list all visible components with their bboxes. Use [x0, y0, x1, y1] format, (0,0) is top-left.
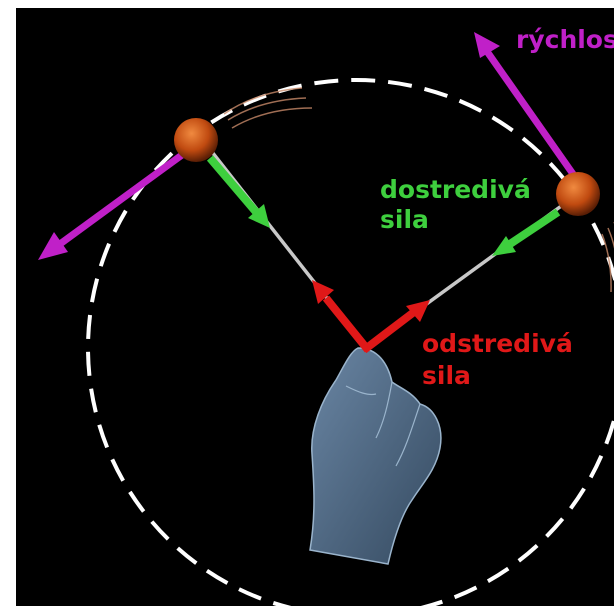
velocity-label: rýchlosť — [516, 25, 614, 54]
centripetal-label-line1: dostredivá — [380, 175, 531, 204]
velocity-arrowhead-left — [38, 232, 68, 260]
centrifugal-arrows — [312, 280, 430, 350]
ball-icon — [174, 118, 218, 162]
centripetal-label-line2: sila — [380, 205, 429, 234]
centrifugal-label-line2: sila — [422, 361, 471, 390]
diagram-canvas: rýchlosť dostredivá sila odstredivá sila — [16, 8, 614, 606]
motion-trail-right — [602, 222, 614, 292]
circular-motion-diagram: rýchlosť dostredivá sila odstredivá sila — [16, 8, 614, 606]
centrifugal-label-line1: odstredivá — [422, 329, 573, 358]
motion-trail-left — [224, 88, 312, 128]
ball-icon — [556, 172, 600, 216]
